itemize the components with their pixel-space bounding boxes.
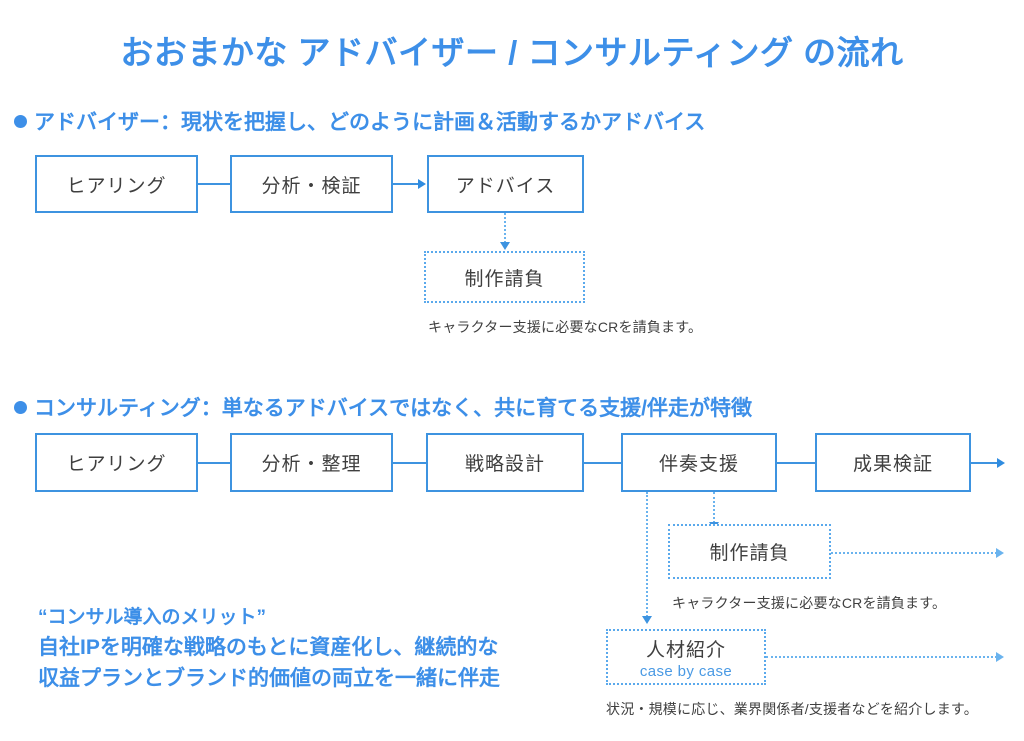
node-label: 制作請負 bbox=[464, 268, 545, 290]
dotted-connector-referral-out bbox=[766, 656, 997, 658]
node-label: 分析・整理 bbox=[261, 454, 362, 475]
arrowhead-verification-out bbox=[997, 458, 1005, 468]
section-header-advisor: アドバイザー：現状を把握し、どのように計画＆活動するかアドバイス bbox=[14, 106, 705, 136]
dotted-connector-production-out bbox=[831, 552, 997, 554]
connector-c-analysis-to-strategy bbox=[393, 462, 426, 464]
caption-consult-production: キャラクター支援に必要なCRを請負ます。 bbox=[672, 595, 947, 611]
merit-block: “コンサル導入のメリット” 自社IPを明確な戦略のもとに資産化し、継続的な 収益… bbox=[38, 604, 500, 694]
node-consult-verification[interactable]: 成果検証 bbox=[815, 433, 971, 492]
dotted-connector-advice-to-production bbox=[504, 213, 506, 243]
bullet-icon bbox=[14, 400, 27, 414]
node-consult-hearing[interactable]: ヒアリング bbox=[35, 433, 198, 492]
connector-hearing-to-analysis bbox=[198, 183, 230, 185]
dotted-connector-support-to-production bbox=[713, 492, 715, 523]
connector-analysis-to-advice bbox=[393, 183, 418, 185]
merit-line-1: 自社IPを明確な戦略のもとに資産化し、継続的な bbox=[38, 636, 499, 659]
node-advisor-advice[interactable]: アドバイス bbox=[427, 155, 584, 213]
node-label: 分析・検証 bbox=[261, 175, 362, 197]
section-header-consulting-label: コンサルティング：単なるアドバイスではなく、共に育てる支援/伴走が特徴 bbox=[34, 397, 752, 420]
node-label: 人材紹介 bbox=[645, 639, 726, 661]
node-label: ヒアリング bbox=[66, 454, 167, 475]
arrowhead-referral-out bbox=[996, 652, 1004, 662]
node-label: 戦略設計 bbox=[464, 454, 545, 475]
merit-line-2: 収益プランとブランド的価値の両立を一緒に伴走 bbox=[38, 667, 500, 690]
arrowhead-to-advice bbox=[418, 179, 426, 189]
connector-c-verification-out bbox=[971, 462, 998, 464]
section-header-consulting: コンサルティング：単なるアドバイスではなく、共に育てる支援/伴走が特徴 bbox=[14, 392, 752, 422]
node-consult-analysis[interactable]: 分析・整理 bbox=[230, 433, 393, 492]
node-consult-production[interactable]: 制作請負 bbox=[668, 524, 831, 579]
node-label: 伴奏支援 bbox=[658, 454, 739, 475]
bullet-icon bbox=[14, 114, 27, 128]
node-label: ヒアリング bbox=[66, 175, 167, 197]
node-consult-referral[interactable]: 人材紹介 case by case bbox=[606, 629, 766, 685]
node-advisor-production[interactable]: 制作請負 bbox=[424, 251, 585, 303]
connector-c-hearing-to-analysis bbox=[198, 462, 230, 464]
arrowhead-to-referral bbox=[642, 616, 652, 624]
node-advisor-hearing[interactable]: ヒアリング bbox=[35, 155, 198, 213]
node-sublabel: case by case bbox=[639, 662, 733, 680]
node-advisor-analysis[interactable]: 分析・検証 bbox=[230, 155, 393, 213]
section-header-advisor-label: アドバイザー：現状を把握し、どのように計画＆活動するかアドバイス bbox=[34, 111, 706, 134]
node-label: アドバイス bbox=[455, 175, 556, 197]
connector-c-support-to-verification bbox=[777, 462, 815, 464]
merit-title: “コンサル導入のメリット” bbox=[38, 607, 267, 628]
dotted-connector-support-to-referral bbox=[646, 492, 648, 617]
caption-consult-referral: 状況・規模に応じ、業界関係者/支援者などを紹介します。 bbox=[606, 701, 978, 717]
connector-c-strategy-to-support bbox=[584, 462, 621, 464]
arrowhead-to-production bbox=[500, 242, 510, 250]
node-label: 制作請負 bbox=[709, 543, 790, 564]
node-consult-support[interactable]: 伴奏支援 bbox=[621, 433, 777, 492]
caption-advisor-production: キャラクター支援に必要なCRを請負ます。 bbox=[428, 319, 703, 335]
node-label: 成果検証 bbox=[852, 454, 933, 475]
page-title: おおまかな アドバイザー / コンサルティング の流れ bbox=[120, 34, 904, 71]
node-consult-strategy[interactable]: 戦略設計 bbox=[426, 433, 584, 492]
arrowhead-production-out bbox=[996, 548, 1004, 558]
